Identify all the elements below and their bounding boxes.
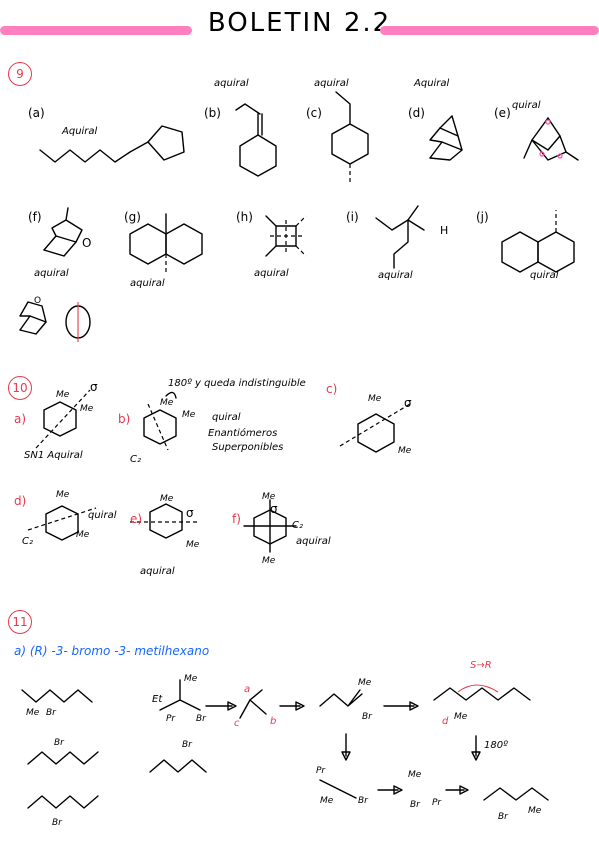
title-bar-left bbox=[0, 26, 192, 35]
q11-me-5: Me bbox=[320, 796, 334, 806]
q11-br-8: Br bbox=[410, 800, 420, 810]
q11-chain-2 bbox=[27, 751, 99, 765]
q11-br-1: Br bbox=[46, 708, 56, 718]
q10-a-note: SN1 Aquiral bbox=[24, 450, 83, 461]
q10-part-d: d) bbox=[14, 494, 27, 508]
q10-b-me1: Me bbox=[160, 398, 174, 408]
label-a: (a) bbox=[28, 106, 45, 120]
label-h: (h) bbox=[236, 210, 253, 224]
q11-letter-c: c bbox=[234, 718, 240, 729]
q10-part-e: e) bbox=[130, 512, 143, 526]
q10-f-note: aquiral bbox=[296, 536, 331, 547]
structure-a-chain bbox=[39, 141, 149, 163]
q10-part-b: b) bbox=[118, 412, 131, 426]
label-e: (e) bbox=[494, 106, 511, 120]
q11-br-3: Br bbox=[52, 818, 62, 828]
note-j: quiral bbox=[530, 270, 559, 281]
note-h: aquiral bbox=[254, 268, 289, 279]
note-b: aquiral bbox=[214, 78, 249, 89]
q11-me-7: Me bbox=[528, 806, 542, 816]
q10-d-note: quiral bbox=[88, 510, 117, 521]
label-c: (c) bbox=[306, 106, 322, 120]
q10-b-top: 180º y queda indistinguible bbox=[168, 378, 306, 389]
q11-br-4: Br bbox=[182, 740, 192, 750]
q11-et: Et bbox=[152, 694, 163, 705]
q11-letter-d: d bbox=[442, 716, 449, 727]
q11-me-6: Me bbox=[408, 770, 422, 780]
q10-d-me2: Me bbox=[76, 530, 90, 540]
q10-d-me1: Me bbox=[56, 490, 70, 500]
q10-a-me1: Me bbox=[56, 390, 70, 400]
q11-pr-3: Pr bbox=[432, 798, 442, 808]
q10-e-sigma: σ bbox=[186, 506, 194, 520]
q11-letter-a: a bbox=[244, 684, 251, 695]
q11-br-5: Br bbox=[196, 714, 206, 724]
title-bar-right bbox=[380, 26, 599, 35]
q10-f-me1: Me bbox=[262, 492, 276, 502]
q11-br-7: Br bbox=[358, 796, 368, 806]
label-i: (i) bbox=[346, 210, 359, 224]
q10-f-sigma: σ bbox=[270, 502, 278, 516]
note-i: aquiral bbox=[378, 270, 413, 281]
note-d: Aquiral bbox=[414, 78, 450, 89]
q10-d-c2: C₂ bbox=[22, 536, 33, 547]
q10-b-note1: quiral bbox=[212, 412, 241, 423]
q11-letter-b: b bbox=[270, 716, 277, 727]
q11-br-2: Br bbox=[54, 738, 64, 748]
atom-H-i: H bbox=[440, 224, 449, 237]
q10-e-me2: Me bbox=[186, 540, 200, 550]
label-f: (f) bbox=[28, 210, 42, 224]
q11-a-title: a) (R) -3- bromo -3- metilhexano bbox=[14, 644, 210, 658]
atom-O-f: O bbox=[82, 236, 92, 250]
q10-a-me2: Me bbox=[80, 404, 94, 414]
q11-br-6: Br bbox=[362, 712, 372, 722]
structure-b-ring bbox=[239, 134, 277, 177]
q10-f-c2: C₂ bbox=[292, 520, 303, 531]
q11-s-to-r: S→R bbox=[470, 660, 492, 671]
q10-part-a: a) bbox=[14, 412, 27, 426]
label-d: (d) bbox=[408, 106, 425, 120]
q11-me-4: Me bbox=[454, 712, 468, 722]
q10-e-me1: Me bbox=[160, 494, 174, 504]
q10-e-note: aquiral bbox=[140, 566, 175, 577]
note-a: Aquiral bbox=[62, 126, 98, 137]
question-11-number: 11 bbox=[8, 610, 32, 634]
q10-a-ring bbox=[43, 401, 77, 437]
q10-c-me2: Me bbox=[398, 446, 412, 456]
question-9-number: 9 bbox=[8, 62, 32, 86]
q11-rot: 180º bbox=[484, 740, 508, 751]
q10-part-f: f) bbox=[232, 512, 241, 526]
q10-b-note2: Enantiómeros bbox=[208, 428, 278, 439]
page-title: BOLETIN 2.2 bbox=[207, 8, 392, 38]
q11-br-9: Br bbox=[498, 812, 508, 822]
question-10-number: 10 bbox=[8, 376, 32, 400]
label-b: (b) bbox=[204, 106, 221, 120]
note-e: quiral bbox=[512, 100, 541, 111]
q10-f-me2: Me bbox=[262, 556, 276, 566]
q11-me-3: Me bbox=[358, 678, 372, 688]
structure-a-ring bbox=[147, 125, 185, 161]
q10-b-note3: Superponibles bbox=[212, 442, 284, 453]
q10-c-sigma: σ bbox=[404, 396, 412, 410]
q11-chain-1 bbox=[21, 689, 93, 703]
label-g: (g) bbox=[124, 210, 141, 224]
q10-part-c: c) bbox=[326, 382, 338, 396]
note-g: aquiral bbox=[130, 278, 165, 289]
note-c: aquiral bbox=[314, 78, 349, 89]
q10-b-c2: C₂ bbox=[130, 454, 141, 465]
q11-pr-2: Pr bbox=[316, 766, 326, 776]
note-f: aquiral bbox=[34, 268, 69, 279]
structure-c-ring bbox=[331, 123, 369, 165]
q11-pr-1: Pr bbox=[166, 714, 176, 724]
q10-b-me2: Me bbox=[182, 410, 196, 420]
q10-a-sigma: σ bbox=[90, 380, 98, 394]
label-j: (j) bbox=[476, 210, 489, 224]
atom-O-bicyclo: O bbox=[34, 296, 42, 306]
q11-me-2: Me bbox=[184, 674, 198, 684]
q11-me-1: Me bbox=[26, 708, 40, 718]
q10-c-me1: Me bbox=[368, 394, 382, 404]
